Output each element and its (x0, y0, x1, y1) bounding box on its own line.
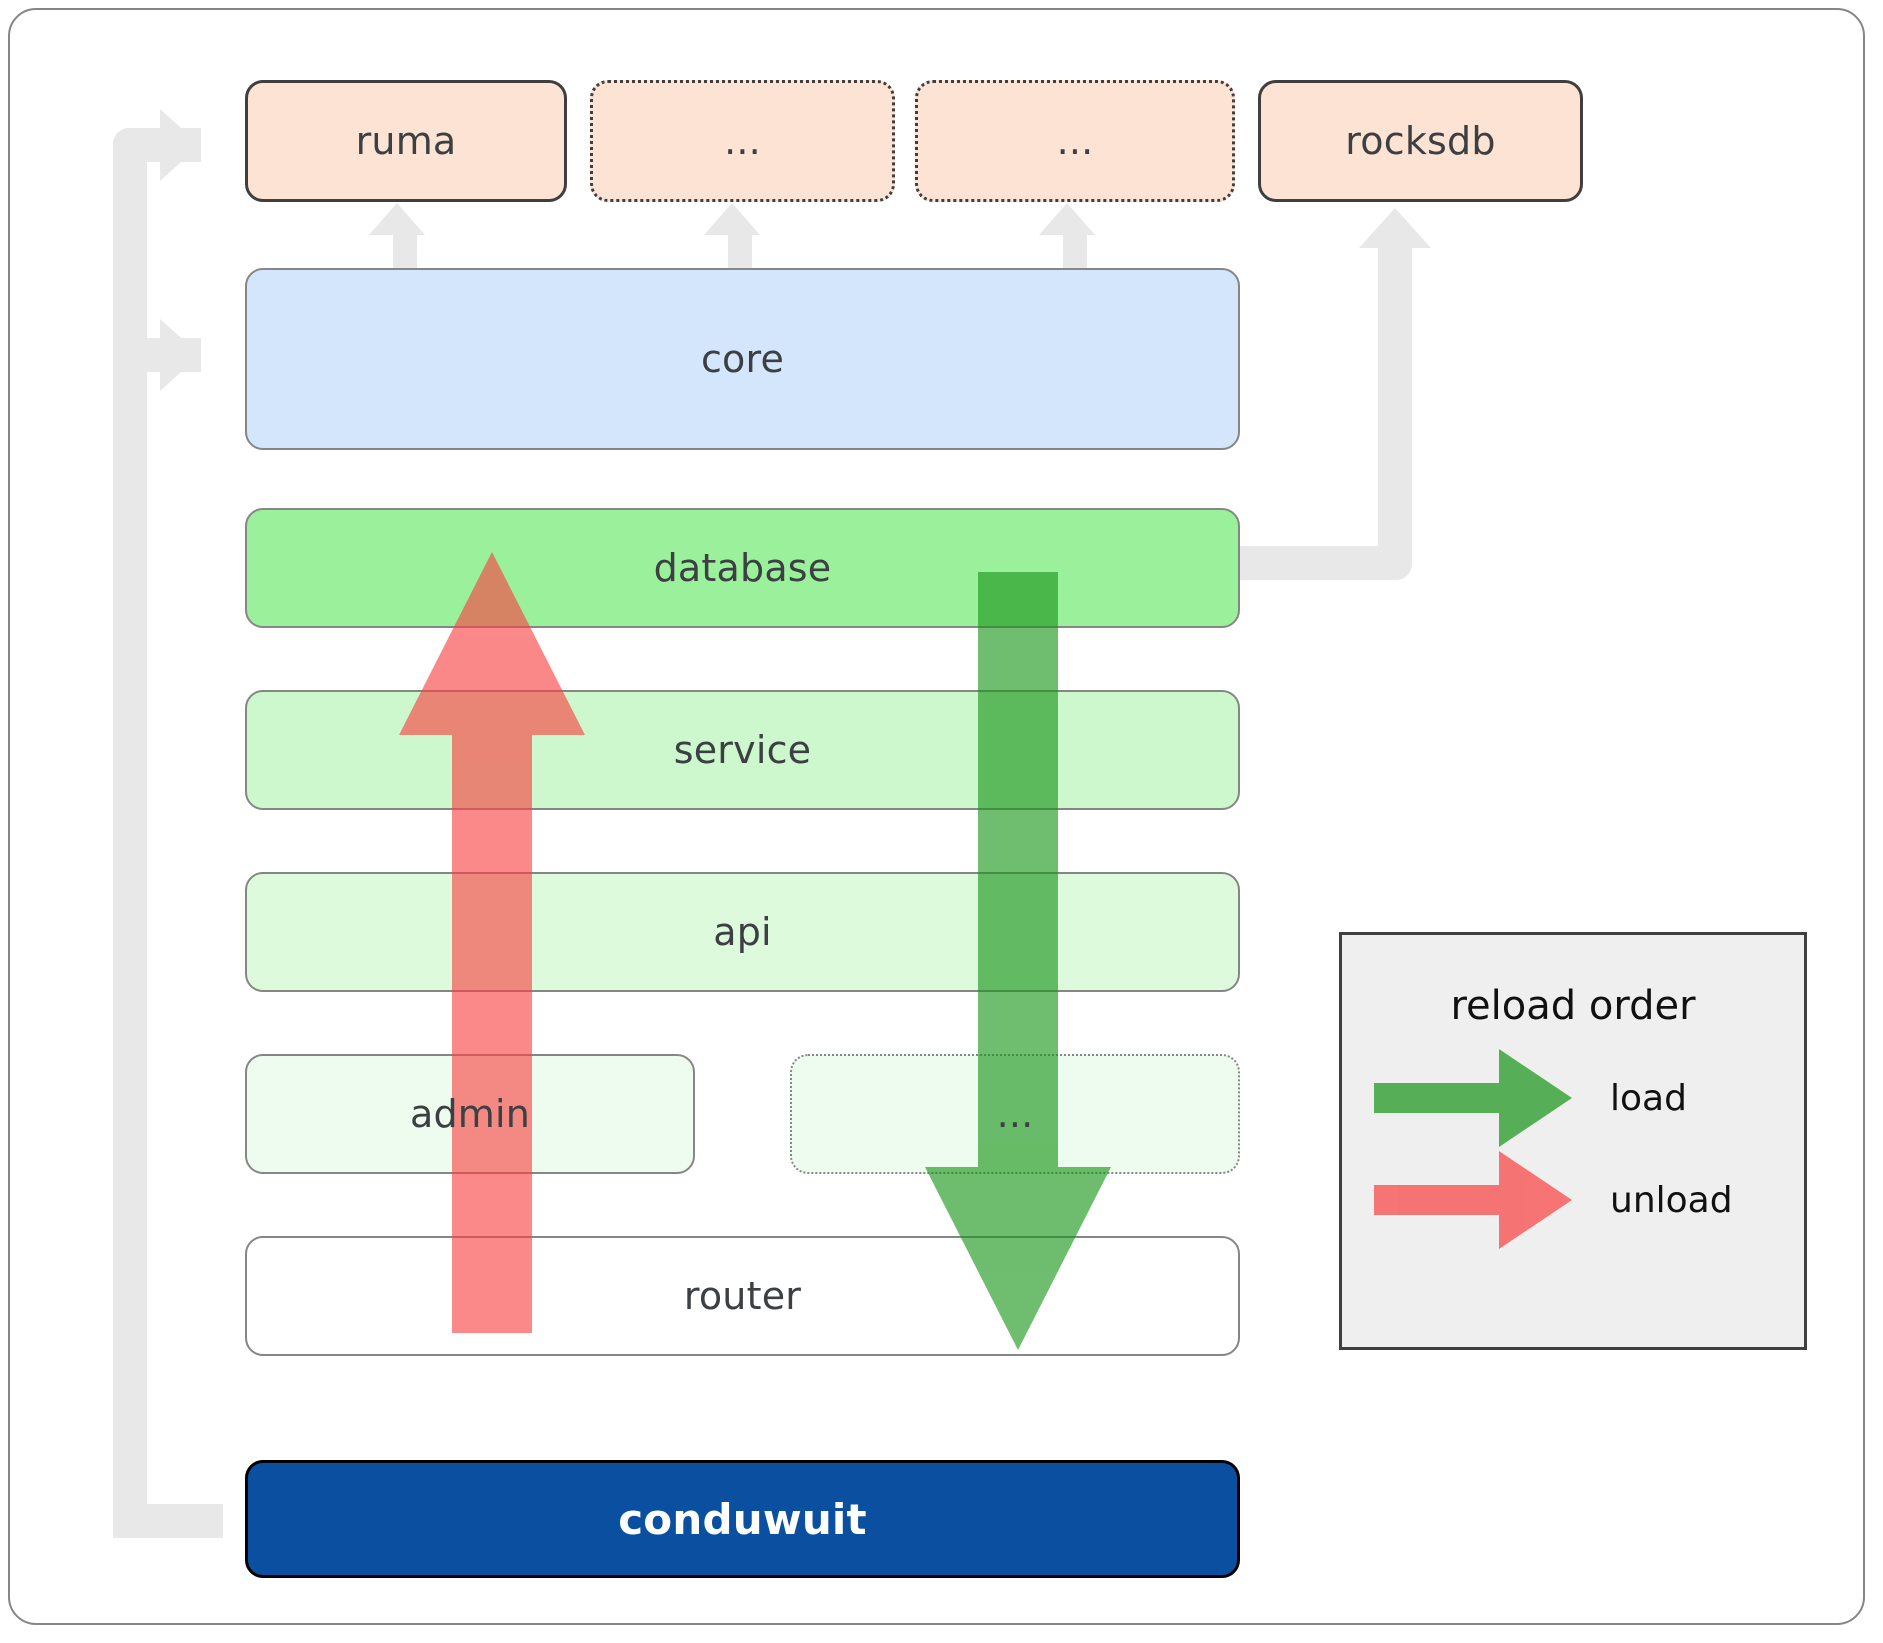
connector-core-to-dots1-stem (728, 228, 752, 270)
connector-spine-vertical (113, 128, 147, 1538)
legend-box: reload order load unload (1339, 932, 1807, 1350)
layer-box-router[interactable]: router (245, 1236, 1240, 1356)
connector-arrow-rocksdb-icon (1359, 208, 1431, 248)
core-label: core (700, 337, 785, 381)
layer-box-admin[interactable]: admin (245, 1054, 695, 1174)
layer-label-service: service (673, 728, 812, 772)
crate-label-rocksdb: rocksdb (1345, 119, 1496, 163)
layer-label-router: router (683, 1274, 802, 1318)
binary-label-conduwuit: conduwuit (618, 1494, 867, 1544)
legend-arrows (1374, 1049, 1572, 1249)
connector-arrow-core-icon (160, 319, 200, 391)
legend-label-load: load (1610, 1078, 1687, 1119)
crate-box-ellipsis-1[interactable]: ... (590, 80, 895, 202)
legend-title: reload order (1450, 983, 1696, 1029)
connector-arrow-core-dots2-icon (1039, 203, 1095, 235)
connector-arrow-core-ruma-icon (369, 203, 425, 235)
binary-box-conduwuit[interactable]: conduwuit (245, 1460, 1240, 1578)
crate-label-ellipsis-2: ... (1056, 119, 1094, 163)
connector-arrow-ruma-icon (160, 109, 200, 181)
diagram-outer-frame (8, 8, 1865, 1625)
layer-box-api[interactable]: api (245, 872, 1240, 992)
crate-label-ruma: ruma (355, 119, 457, 163)
core-box[interactable]: core (245, 268, 1240, 450)
crate-box-ruma[interactable]: ruma (245, 80, 567, 202)
layer-box-service[interactable]: service (245, 690, 1240, 810)
crate-label-ellipsis-1: ... (724, 119, 761, 163)
legend-arrow-unload-icon (1374, 1151, 1572, 1249)
connector-database-to-rocksdb-vertical (1378, 248, 1412, 548)
connector-to-conduwuit (113, 1504, 223, 1538)
layer-label-admin: admin (409, 1092, 531, 1136)
layer-box-admin-ellipsis[interactable]: ... (790, 1054, 1240, 1174)
crate-box-rocksdb[interactable]: rocksdb (1258, 80, 1583, 202)
legend-label-unload: unload (1610, 1180, 1733, 1221)
legend-arrow-load-icon (1374, 1049, 1572, 1147)
connector-core-to-ruma-stem (393, 228, 417, 270)
connector-arrow-core-dots1-icon (704, 203, 760, 235)
layer-label-api: api (713, 910, 772, 954)
layer-label-admin-ellipsis: ... (996, 1092, 1034, 1136)
layer-box-database[interactable]: database (245, 508, 1240, 628)
crate-box-ellipsis-2[interactable]: ... (915, 80, 1235, 202)
connector-core-to-dots2-stem (1063, 228, 1087, 270)
layer-label-database: database (653, 546, 832, 590)
